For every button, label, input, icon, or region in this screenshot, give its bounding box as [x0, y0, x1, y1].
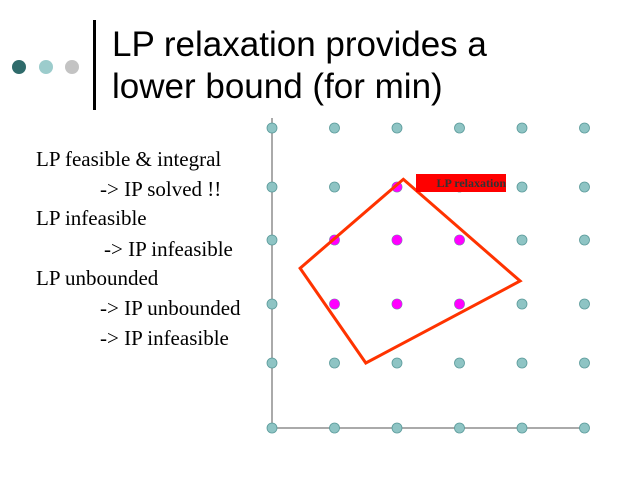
lp-relaxation-label: LP relaxation: [416, 174, 506, 192]
bullet-lp-infeasible: LP infeasible: [36, 206, 147, 230]
bullet-ip-solved: -> IP solved !!: [100, 177, 222, 201]
lattice-point: [516, 234, 528, 246]
title-line-2: lower bound (for min): [112, 67, 443, 106]
lp-relaxation-polygon: [298, 177, 523, 365]
lattice-point: [266, 181, 278, 193]
lattice-point: [579, 234, 590, 246]
lattice-point: [579, 181, 590, 193]
lattice-point: [329, 181, 340, 193]
dot-gray-icon: [65, 60, 79, 74]
title-divider: [93, 20, 96, 110]
bullet-lp-feasible: LP feasible & integral: [36, 147, 222, 171]
lattice-point: [579, 122, 590, 134]
decorative-dots: [12, 60, 92, 76]
bullet-ip-infeasible-2: -> IP infeasible: [100, 326, 229, 350]
lattice-point: [579, 422, 590, 434]
lattice-point: [454, 122, 465, 134]
feasible-integer-point: [454, 235, 465, 245]
lattice-point: [329, 422, 340, 434]
lattice-point: [391, 122, 403, 134]
lattice-point: [579, 298, 590, 310]
bullet-ip-infeasible-1: -> IP infeasible: [104, 237, 233, 261]
lattice-point: [266, 298, 278, 310]
lattice-point: [516, 122, 528, 134]
lattice-point: [329, 122, 340, 134]
bullet-ip-unbounded: -> IP unbounded: [100, 296, 241, 320]
title-line-1: LP relaxation provides a: [112, 25, 487, 64]
lattice-point: [516, 422, 528, 434]
lattice-point: [266, 422, 278, 434]
feasible-integer-point: [454, 299, 465, 309]
lattice-point: [266, 122, 278, 134]
slide-title: LP relaxation provides a lower bound (fo…: [112, 24, 632, 108]
feasible-integer-point: [392, 235, 402, 245]
feasible-integer-point: [329, 299, 340, 309]
lattice-point: [579, 357, 590, 369]
bullet-lp-unbounded: LP unbounded: [36, 266, 159, 290]
feasible-integer-point: [392, 299, 402, 309]
lattice-point: [266, 357, 278, 369]
lattice-point: [516, 181, 528, 193]
lattice-point: [516, 298, 528, 310]
lattice-point: [329, 357, 340, 369]
dot-dark-icon: [12, 60, 26, 74]
lattice-point: [391, 422, 403, 434]
lattice-point: [516, 357, 528, 369]
dot-teal-icon: [39, 60, 53, 74]
bullet-list: LP feasible & integral -> IP solved !! L…: [0, 0, 300, 480]
lattice-point: [454, 357, 465, 369]
lattice-point: [391, 357, 403, 369]
lattice-point: [266, 234, 278, 246]
lattice-point: [454, 422, 465, 434]
